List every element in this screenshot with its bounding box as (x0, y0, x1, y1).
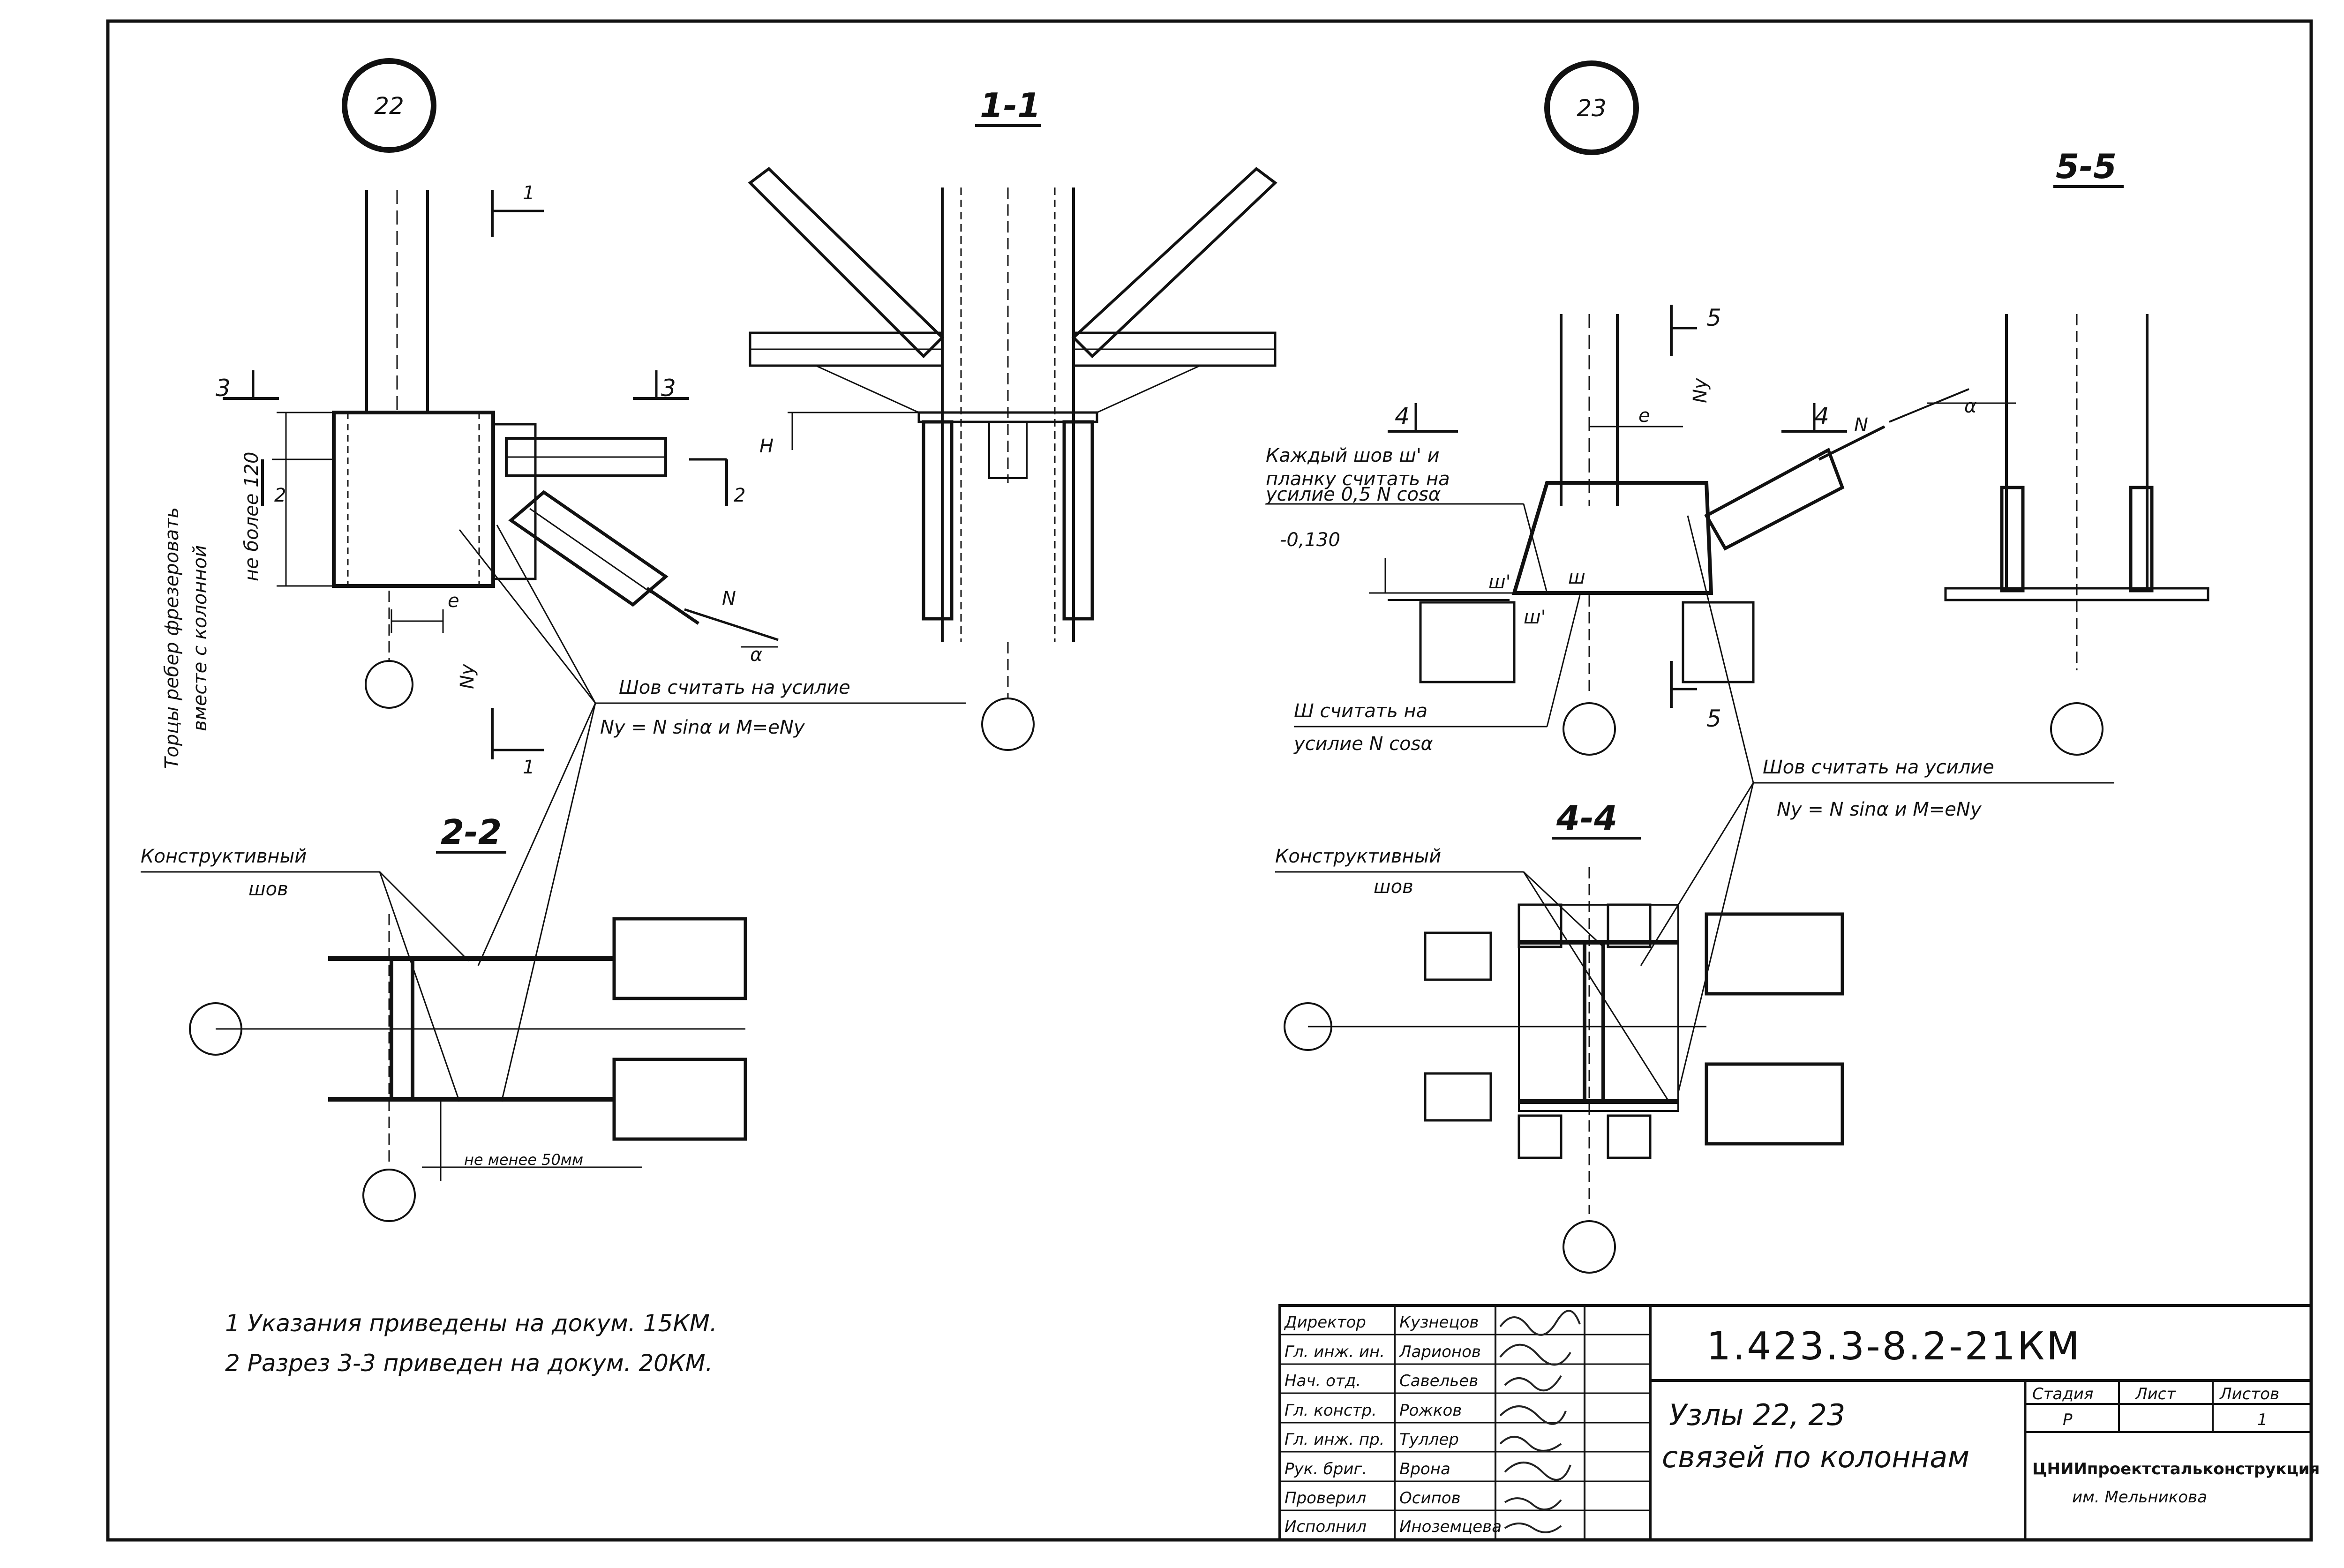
note-1: 1 Указания приведены на докум. 15КМ. (225, 1310, 717, 1337)
cut-5-top-label: 5 (1706, 304, 1721, 331)
section-4-4-view (1275, 867, 1844, 1274)
each-weld-note-2: планку считать на (1266, 468, 1450, 490)
height-H-label: H (759, 435, 774, 457)
node-22-number: 22 (374, 92, 404, 120)
weld-calc-formula-b: Ny = N sinα и M=eNy (1777, 799, 1982, 820)
alpha-label-22: α (750, 644, 762, 666)
each-weld-note-3: усилие 0,5 N cosα (1265, 484, 1441, 505)
ecc-e-label-22: e (448, 590, 459, 612)
sh-calc-note-2: усилие N cosα (1293, 733, 1433, 755)
doc-code: 1.423.3-8.2-21КМ (1706, 1324, 2081, 1369)
constr-weld-label-b1: Конструктивный (1275, 846, 1441, 867)
stage-value: Р (2063, 1410, 2073, 1429)
force-N-label-23: N (1854, 414, 1868, 436)
sheets-label: Листов (2219, 1385, 2279, 1403)
section-1-1-title: 1-1 (980, 86, 1041, 125)
sheets-value: 1 (2257, 1410, 2268, 1429)
name-1: Ларионов (1398, 1343, 1481, 1361)
role-4: Гл. инж. пр. (1285, 1430, 1384, 1449)
role-3: Гл. констр. (1285, 1401, 1377, 1420)
node-23-number: 23 (1577, 95, 1607, 122)
weld-sh-prime-bottom: ш' (1524, 607, 1546, 628)
role-2: Нач. отд. (1285, 1372, 1361, 1390)
force-Ny-label-22: Ny (457, 663, 478, 689)
section-5-5-view (1944, 314, 2209, 756)
sh-calc-note-1: Ш считать на (1294, 700, 1427, 722)
each-weld-note-1: Каждый шов ш' и (1266, 445, 1440, 466)
role-0: Директор (1284, 1313, 1366, 1332)
section-5-5-title: 5-5 (2056, 147, 2117, 186)
role-7: Исполнил (1285, 1517, 1367, 1536)
weld-calc-note-b: Шов считать на усилие (1763, 757, 1994, 778)
name-4: Туллер (1399, 1430, 1459, 1449)
weld-calc-formula: Ny = N sinα и M=eNy (600, 717, 805, 738)
force-N-label-22: N (722, 588, 736, 609)
cut-2-right-label: 2 (734, 485, 745, 506)
note-2: 2 Разрез 3-3 приведен на докум. 20КМ. (225, 1350, 713, 1377)
org-line-1: ЦНИИпроектстальконструкция (2032, 1460, 2320, 1478)
cut-2-left-label: 2 (274, 485, 286, 506)
cut-5-bottom-label: 5 (1706, 705, 1721, 732)
name-2: Савельев (1399, 1372, 1478, 1390)
mill-note-line2: вместе с колонной (189, 545, 211, 731)
not-less-50: не менее 50мм (464, 1151, 583, 1169)
force-Ny-label-23: Ny (1690, 377, 1711, 403)
node-22-elevation (223, 190, 966, 1102)
section-1-1-view (748, 167, 1277, 751)
weld-sh-label: ш (1568, 567, 1585, 588)
name-3: Рожков (1399, 1401, 1462, 1420)
name-0: Кузнецов (1399, 1313, 1479, 1332)
cut-3-right-label: 3 (661, 375, 676, 402)
title-line-1: Узлы 22, 23 (1669, 1398, 1845, 1432)
title-block (1278, 1304, 2313, 1541)
cut-3-left-label: 3 (216, 375, 231, 402)
section-2-2-view (141, 871, 747, 1222)
sheet-label: Лист (2134, 1385, 2176, 1403)
name-7: Иноземцева (1399, 1517, 1502, 1536)
node-23-elevation (1266, 305, 2114, 1093)
cut-1-top-label: 1 (523, 182, 534, 204)
level-mark: -0,130 (1280, 529, 1340, 551)
cut-4-left-label: 4 (1395, 403, 1410, 430)
not-more-120: не более 120 (241, 452, 263, 581)
title-line-2: связей по колоннам (1662, 1440, 1969, 1474)
name-6: Осипов (1399, 1489, 1461, 1508)
signatures (1499, 1310, 1581, 1533)
weld-calc-note: Шов считать на усилие (619, 677, 850, 698)
node-23-marker: 23 (1544, 60, 1639, 155)
role-5: Рук. бриг. (1285, 1460, 1367, 1478)
section-4-4-title: 4-4 (1556, 798, 1617, 838)
weld-sh-prime-left: ш' (1488, 571, 1511, 593)
org-line-2: им. Мельникова (2072, 1488, 2207, 1507)
name-5: Врона (1399, 1460, 1450, 1478)
node-22-marker: 22 (342, 58, 436, 153)
stage-label: Стадия (2032, 1385, 2093, 1403)
section-2-2-title: 2-2 (441, 812, 502, 852)
role-1: Гл. инж. ин. (1285, 1343, 1385, 1361)
constr-weld-label-1: Конструктивный (141, 846, 307, 867)
constr-weld-label-b2: шов (1374, 876, 1413, 898)
ecc-e-label-23: e (1638, 405, 1650, 427)
role-6: Проверил (1285, 1489, 1366, 1508)
constr-weld-label-2: шов (248, 878, 288, 900)
drawing-frame (106, 19, 2313, 1542)
mill-note-line1: Торцы ребер фрезеровать (161, 507, 183, 769)
cut-1-bottom-label: 1 (523, 757, 534, 778)
alpha-label-23: α (1964, 396, 1976, 417)
cut-4-right-label: 4 (1814, 403, 1829, 430)
